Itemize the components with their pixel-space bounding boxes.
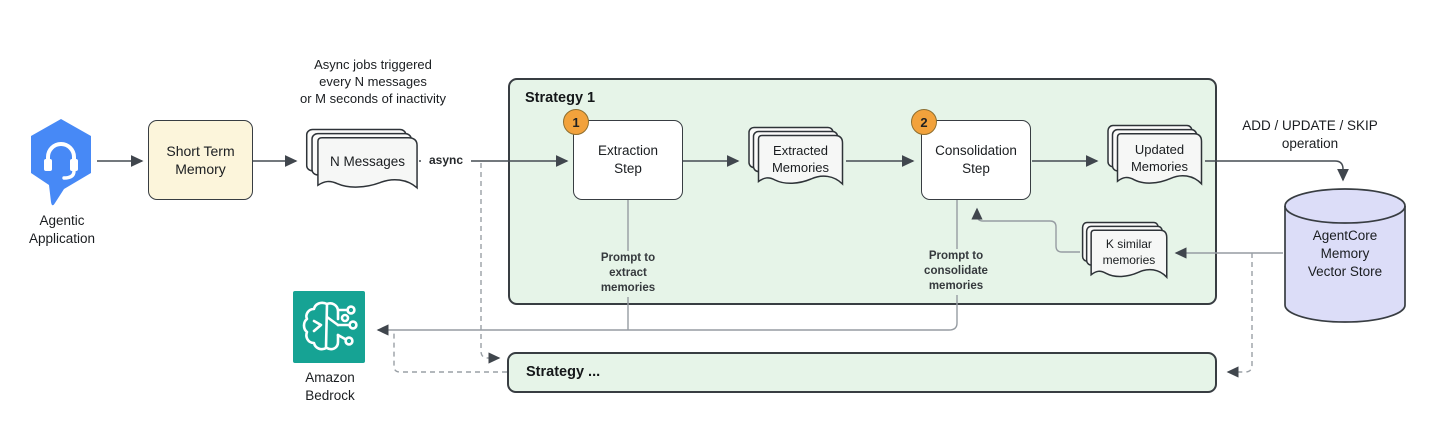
bedrock-label: Amazon Bedrock <box>305 370 355 403</box>
headset-icon <box>44 142 78 180</box>
edge-strategy-more-to-bedrock <box>393 332 507 373</box>
step-badge-2: 2 <box>911 109 937 135</box>
database-cylinder-icon: AgentCore Memory Vector Store <box>1283 187 1407 324</box>
updated-memories-label: Updated Memories <box>1130 142 1189 175</box>
edge-vector-store-to-strategy-more <box>1226 253 1253 378</box>
k-similar-memories-label: K similar memories <box>1102 237 1156 268</box>
k-similar-memories-stack: K similar memories <box>1079 221 1169 283</box>
agent-chat-icon <box>25 117 97 207</box>
prompt-extract-label: Prompt to extract memories <box>585 251 671 297</box>
async-jobs-note: Async jobs triggered every N messages or… <box>300 57 446 107</box>
strategy-more-container <box>507 352 1217 393</box>
add-update-skip-label: ADD / UPDATE / SKIP operation <box>1242 118 1378 151</box>
n-messages-stack: N Messages <box>302 128 420 194</box>
bedrock-brain-icon <box>293 291 365 363</box>
edge-updated-to-vector-store <box>1205 160 1349 182</box>
vector-store-label: AgentCore Memory Vector Store <box>1307 228 1383 279</box>
n-messages-label: N Messages <box>329 154 405 170</box>
extracted-memories-stack: Extracted Memories <box>745 126 845 190</box>
step-badge-1: 1 <box>563 109 589 135</box>
extracted-memories-label: Extracted Memories <box>771 143 830 176</box>
extraction-step-node: Extraction Step <box>573 120 683 200</box>
short-term-memory-node: Short Term Memory <box>148 120 253 200</box>
async-edge-label: async <box>421 153 471 167</box>
strategy1-title: Strategy 1 <box>525 90 596 106</box>
strategy-more-title: Strategy ... <box>526 364 601 380</box>
edge-async-to-strategy-more <box>480 163 501 364</box>
consolidation-step-node: Consolidation Step <box>921 120 1031 200</box>
updated-memories-stack: Updated Memories <box>1104 124 1204 190</box>
prompt-consolidate-label: Prompt to consolidate memories <box>906 249 1006 295</box>
agentic-application-label: Agentic Application <box>28 213 96 246</box>
